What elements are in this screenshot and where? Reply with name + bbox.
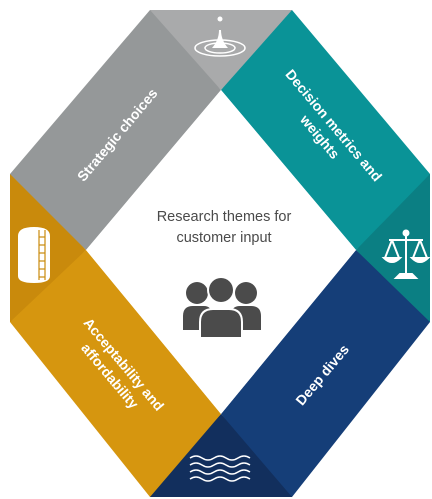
segment-strategic-choices [10, 10, 221, 250]
center-diamond [86, 90, 356, 414]
corner-top-block [150, 10, 292, 90]
segment-decision-metrics [221, 10, 430, 250]
center-title-line1: Research themes for [157, 209, 292, 225]
people-group-icon [183, 276, 261, 339]
scales-icon [381, 229, 431, 279]
center-title-line2: customer input [176, 230, 271, 246]
water-waves-icon [189, 455, 251, 482]
water-drop-icon [194, 16, 246, 57]
water-tank-icon [18, 227, 50, 283]
segment-acceptability [10, 250, 221, 497]
segment-deep-dives [221, 250, 430, 497]
corner-right-block [356, 174, 430, 322]
